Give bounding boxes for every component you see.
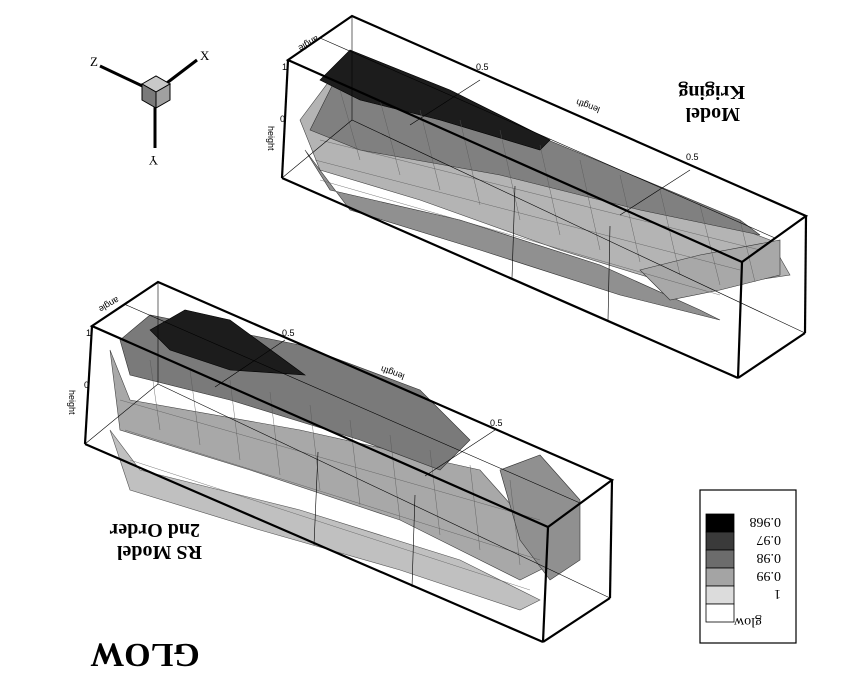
- kriging-height-label: height: [266, 126, 276, 151]
- kriging-tick-half-a: 0.5: [476, 62, 489, 72]
- rs-plot: angle length height 1 0 0.5 0.5 RS Model…: [67, 280, 615, 644]
- legend-title: glow: [733, 614, 762, 629]
- rs-surface-dark: [149, 309, 307, 376]
- legend-swatch-0: [705, 513, 735, 533]
- cube-right-face: [155, 83, 171, 109]
- rs-model-line2: 2nd Order: [109, 519, 200, 541]
- kriging-model-line1: Model: [685, 103, 740, 125]
- legend-label-3: 0.99: [757, 568, 782, 583]
- rs-angle-label: angle: [97, 295, 121, 315]
- rs-surface-lower: [109, 429, 541, 611]
- figure-title: GLOW: [90, 636, 200, 673]
- axes-indicator: Z X Y: [90, 48, 210, 168]
- kriging-tick-0: 0: [280, 114, 285, 124]
- kriging-mesh: [314, 89, 761, 296]
- axis-label-x: X: [200, 48, 210, 63]
- legend-swatch-4: [705, 585, 735, 605]
- kriging-plot: angle length height 1 0 0.5 0.5 Model Kr…: [266, 14, 809, 380]
- rs-surface-curl: [499, 454, 581, 581]
- kriging-box-frame: [280, 14, 809, 380]
- kriging-surface-dark: [319, 49, 551, 151]
- kriging-model-line2: Kriging: [678, 81, 745, 103]
- kriging-grid: [281, 16, 806, 334]
- kriging-model-label: Model Kriging: [678, 81, 745, 125]
- axis-label-z: Z: [90, 54, 98, 69]
- legend-swatch-2: [705, 549, 735, 569]
- legend-label-0: 0.968: [750, 514, 782, 529]
- legend-label-1: 0.97: [757, 532, 782, 547]
- legend-swatch-1: [705, 531, 735, 551]
- rs-tick-1: 1: [86, 328, 91, 338]
- rs-grid: [84, 282, 611, 599]
- kriging-surface-lower: [304, 149, 721, 321]
- legend-labels: 0.968 0.97 0.98 0.99 1: [750, 514, 782, 601]
- legend-label-4: 1: [774, 586, 781, 601]
- rs-model-line1: RS Model: [117, 541, 202, 563]
- kriging-tick-1: 1: [282, 62, 287, 72]
- rs-tick-0: 0: [84, 380, 89, 390]
- rs-model-label: RS Model 2nd Order: [109, 519, 202, 563]
- legend-swatch-3: [705, 567, 735, 587]
- legend-label-2: 0.98: [757, 550, 782, 565]
- kriging-surface-tip: [639, 239, 781, 301]
- legend-swatch-5: [705, 603, 735, 623]
- rs-tick-half-a: 0.5: [282, 328, 295, 338]
- rs-tick-half-b: 0.5: [490, 418, 503, 428]
- rs-surface-light: [109, 349, 561, 581]
- legend-swatches: [705, 513, 735, 623]
- axis-label-y: Y: [148, 153, 158, 168]
- kriging-angle-label: angle: [297, 34, 321, 54]
- legend: 0.968 0.97 0.98 0.99 1 glow: [699, 489, 797, 644]
- rs-height-label: height: [67, 390, 77, 415]
- kriging-length-label: length: [575, 97, 601, 115]
- kriging-tick-half-b: 0.5: [686, 152, 699, 162]
